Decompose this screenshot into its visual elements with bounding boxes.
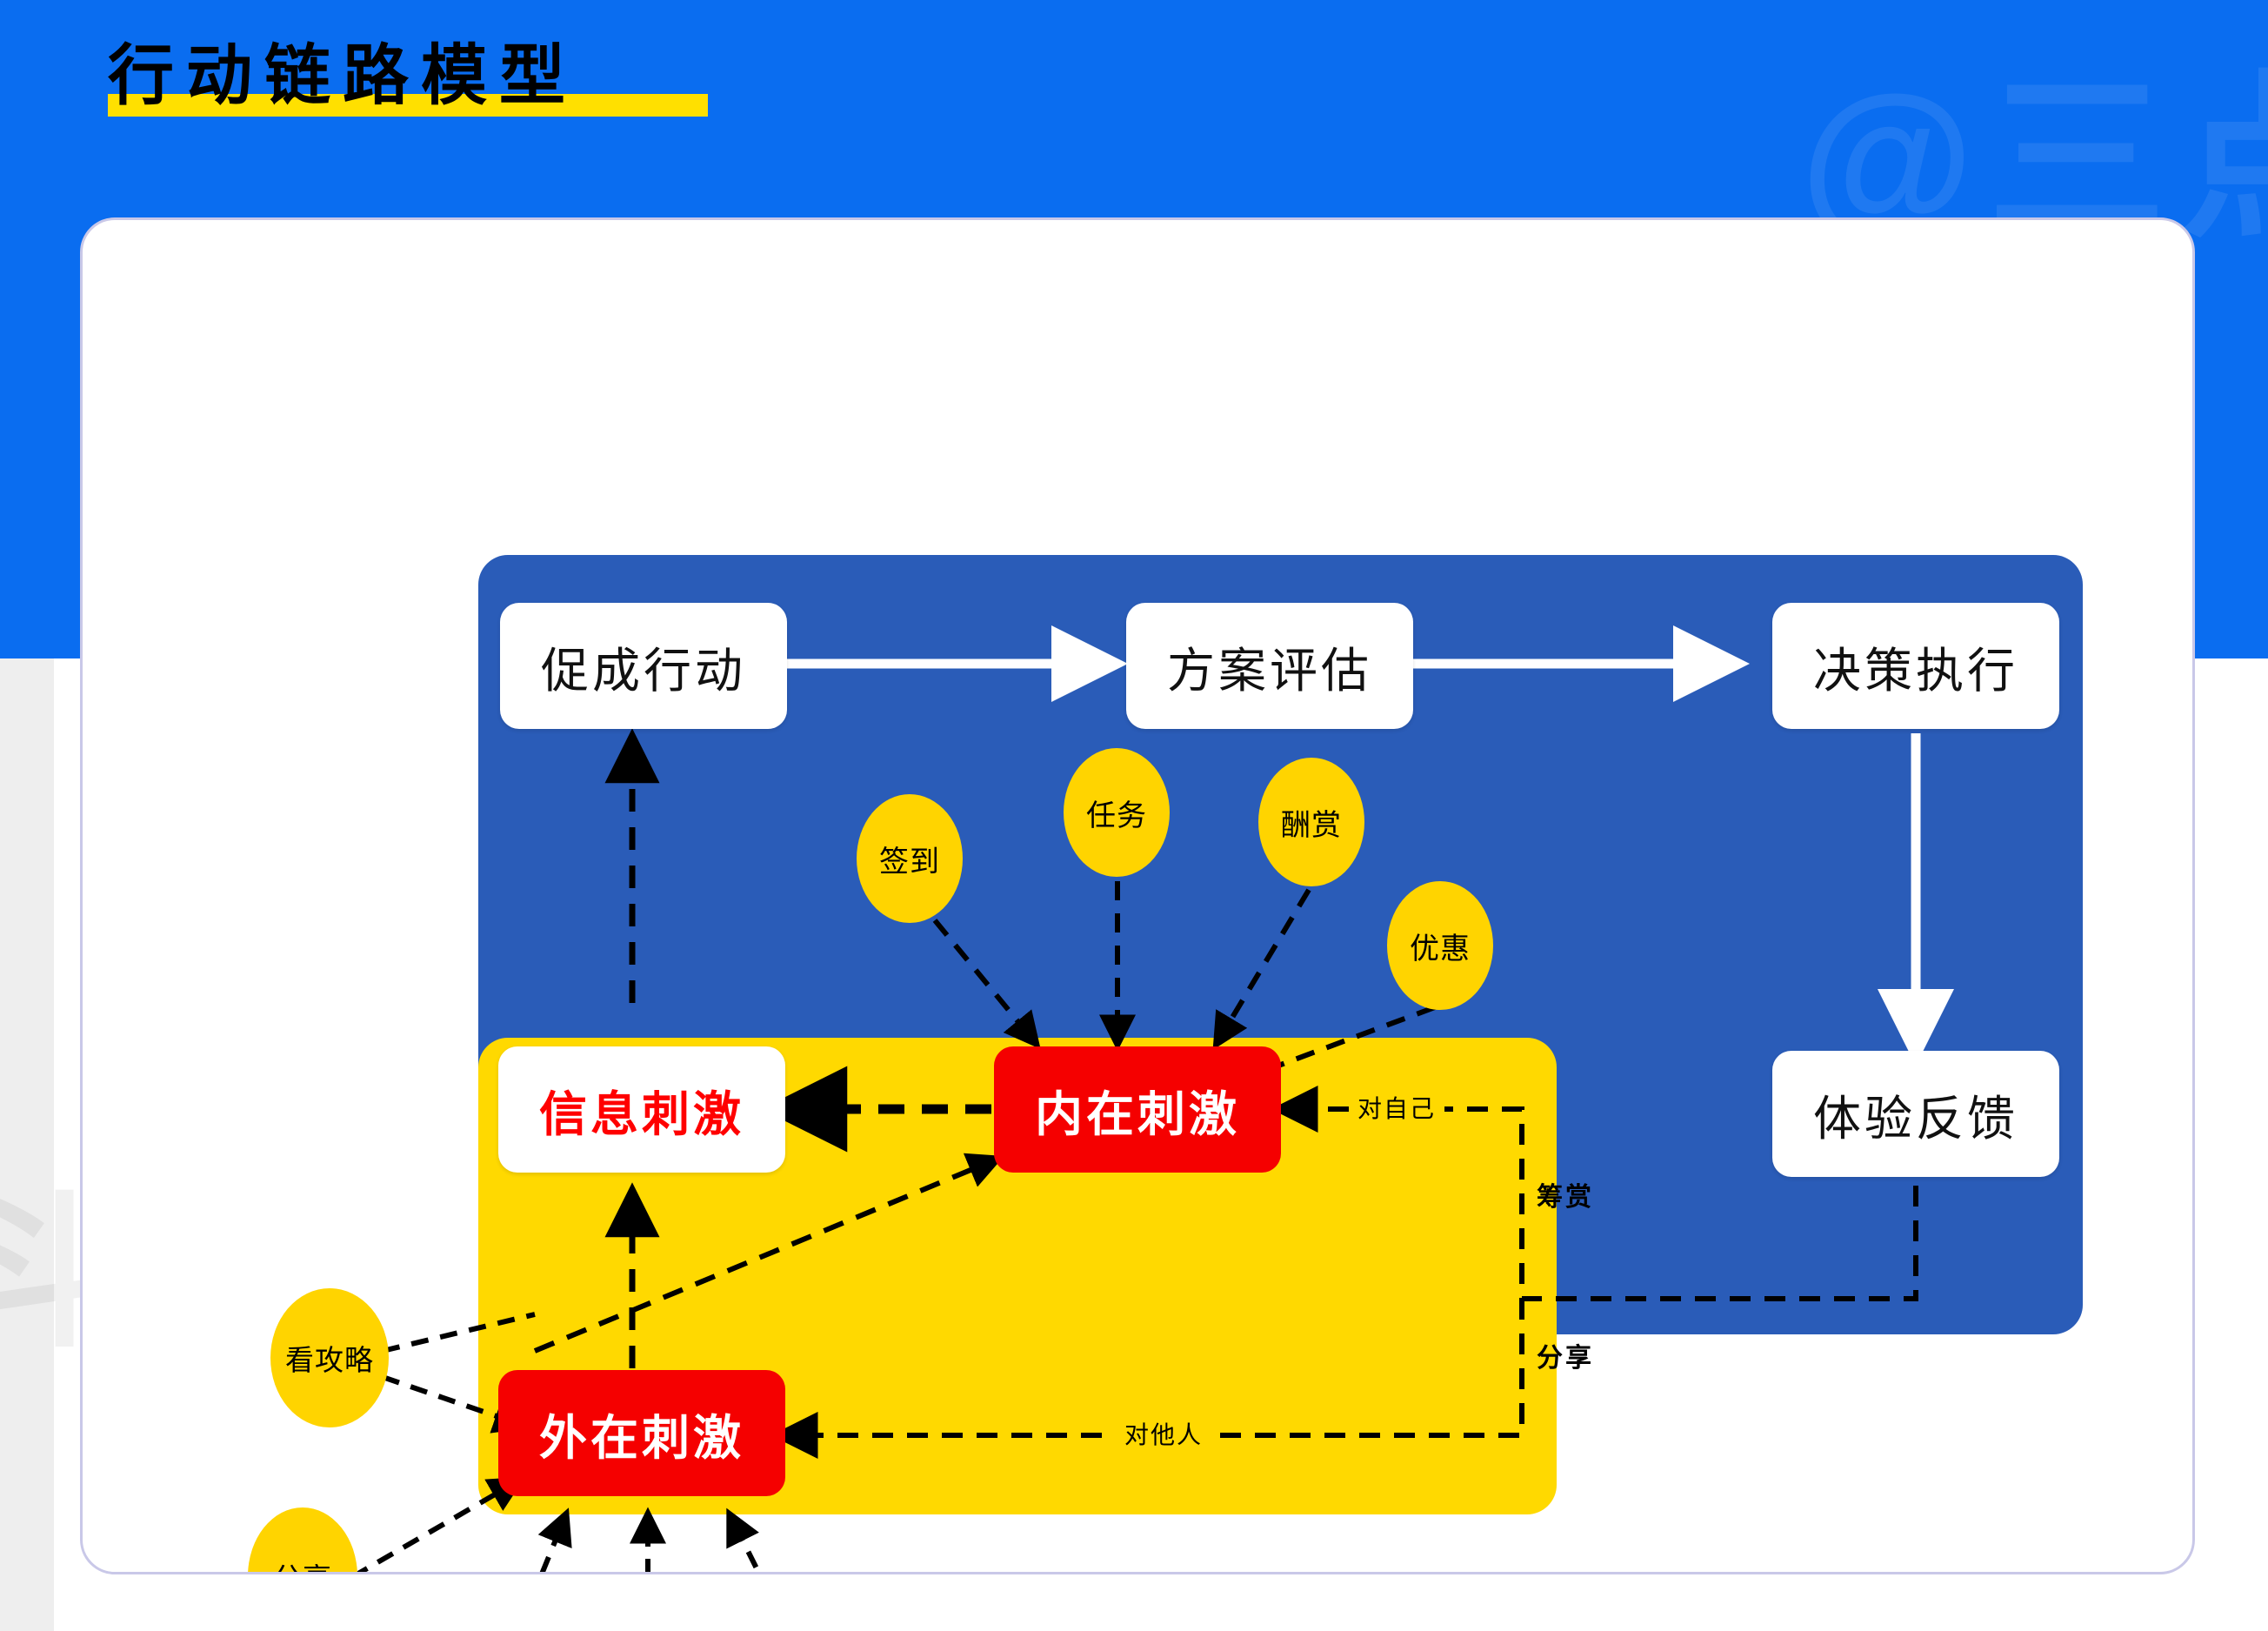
edge-changhe-to-external [726, 1507, 762, 1572]
node-fanganpinggu[interactable]: 方案评估 [1126, 603, 1413, 729]
node-xinxiciji[interactable]: 信息刺激 [498, 1046, 785, 1173]
label-choushang: 筹赏 [1537, 1183, 1594, 1212]
chip-renwu[interactable]: 任务 [1064, 748, 1170, 877]
edge-wuliao-to-external [537, 1507, 572, 1572]
node-juecezhixing[interactable]: 决策执行 [1772, 603, 2059, 729]
chip-youhui[interactable]: 优惠 [1387, 881, 1493, 1010]
node-neizaiciji[interactable]: 内在刺激 [994, 1046, 1281, 1173]
label-duitaren: 对他人 [1116, 1416, 1212, 1451]
chip-choushang[interactable]: 酬赏 [1258, 758, 1364, 886]
chip-fenxiang[interactable]: 分享 [248, 1507, 357, 1572]
diagram-card: 促成行动 方案评估 决策执行 体验反馈 信息刺激 内在刺激 外在刺激 签到 任务… [80, 217, 2195, 1574]
node-waizaiciji[interactable]: 外在刺激 [498, 1370, 785, 1496]
node-tiyanfankui[interactable]: 体验反馈 [1772, 1051, 2059, 1177]
chip-kangonglue[interactable]: 看攻略 [270, 1288, 389, 1427]
chip-qiandao[interactable]: 签到 [857, 794, 963, 923]
label-duiziji: 对自己 [1349, 1090, 1445, 1125]
title-underline [108, 94, 708, 117]
label-fenxiang: 分享 [1537, 1344, 1594, 1373]
page-title: 行动链路模型 [108, 39, 577, 113]
node-cuchengxingdong[interactable]: 促成行动 [500, 603, 787, 729]
